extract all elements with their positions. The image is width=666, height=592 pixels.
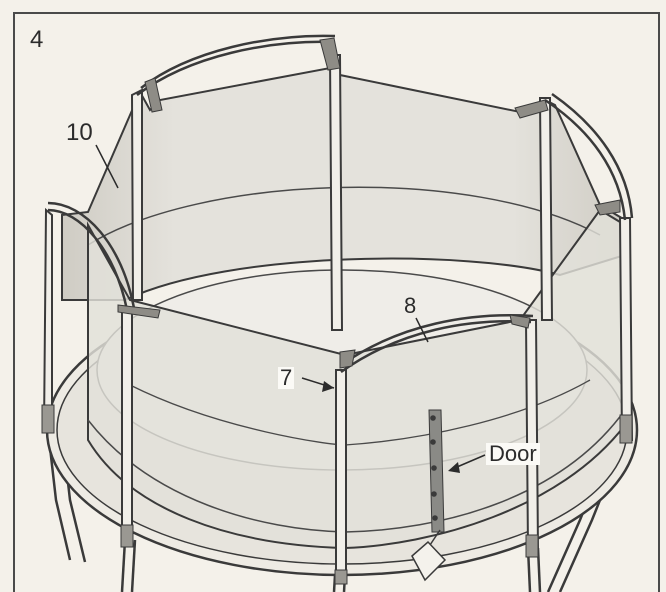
leader-10	[95, 144, 119, 189]
figure-frame	[13, 12, 660, 592]
door-strip	[411, 409, 447, 582]
arrowhead-7	[322, 381, 334, 392]
callout-pole: 7	[278, 365, 295, 390]
pole-brackets	[41, 404, 633, 585]
leader-8	[415, 317, 429, 343]
door-tag	[411, 540, 447, 582]
rail-connectors	[117, 37, 621, 369]
arrowhead-door	[448, 462, 460, 473]
back-net	[61, 66, 626, 301]
callout-door: Door	[486, 443, 540, 465]
callout-net: 10	[66, 119, 93, 146]
callout-top-rail: 8	[404, 293, 417, 318]
step-number: 4	[30, 26, 44, 53]
poles	[42, 54, 634, 581]
